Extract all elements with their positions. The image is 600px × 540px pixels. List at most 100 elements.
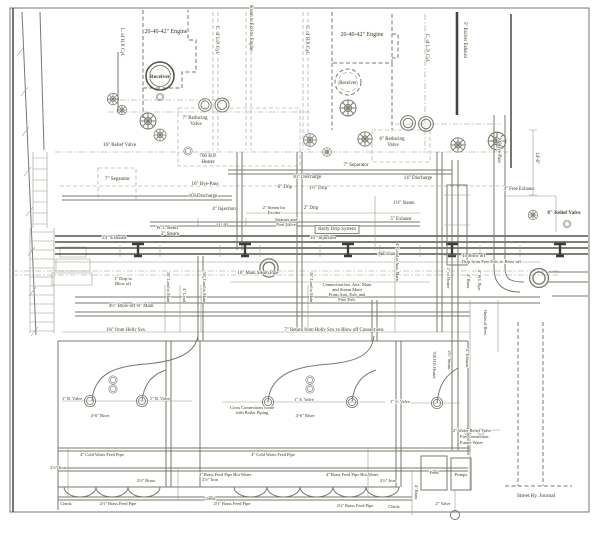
drawing-label: 7" Reducing <box>183 116 208 121</box>
drawing-label: 4" Cold Water Feed Pipe <box>80 452 124 457</box>
pipe-mains <box>12 151 588 333</box>
right-engine-outline <box>331 12 399 64</box>
drawing-label: 4" Cold Water Feed Pipe <box>251 452 295 457</box>
drawing-label: 2½" Iron <box>50 465 66 470</box>
drawing-label: 2" Steam for <box>263 205 286 210</box>
drawing-label: 5" Exciter Exhaust <box>462 22 467 59</box>
drawing-label: Free Exh. <box>338 297 356 302</box>
drawing-label: 1" B. Valve <box>150 396 170 401</box>
drawing-label: 4" Exhaust <box>465 349 470 369</box>
drawing-label: 4" Free Exhaust <box>504 187 535 192</box>
drawing-label: 1" Drip to <box>114 276 133 281</box>
future-area-outline <box>505 322 572 487</box>
drawing-frame <box>9 7 590 513</box>
drawing-label: C. of L.P. Cyl. <box>424 34 429 63</box>
drawing-label: 10" Lead to Main <box>309 272 314 303</box>
drawing-label: 5" Exhaust <box>390 217 412 222</box>
drawing-label: 2½" Brass <box>137 478 155 483</box>
drawing-label: 700 H.P. Heater <box>432 351 437 379</box>
drawing-label: 4" Exhaust <box>377 252 399 257</box>
drawing-label: 2½" Steam <box>447 351 452 371</box>
right-receiver-label: Receiver <box>339 81 357 86</box>
drawing-label: 2" Drip <box>304 206 319 211</box>
drawing-label: 10" Discharge <box>293 175 322 180</box>
left-receiver-circle <box>145 61 175 91</box>
drawing-label: 8" Relief Valve <box>547 210 581 216</box>
drawing-label: 2" Valve <box>435 501 450 506</box>
top-piping <box>97 92 507 201</box>
left-receiver-label: Receiver <box>150 74 171 80</box>
drawing-label: 2½" Brass Feed Pipe <box>214 501 251 506</box>
drawing-label: 16" Main Steam Pipe <box>238 271 279 276</box>
drawing-label: From Aux. Exh. and <box>329 292 366 297</box>
drawing-label: Valve <box>387 143 399 148</box>
left-engine-outline <box>142 10 197 89</box>
drawing-label: Drip from Free Exh. to Blow-off <box>462 259 521 264</box>
drawing-label: 1½" Drip <box>309 186 328 191</box>
right-equipment <box>259 115 588 487</box>
drawing-label: Foot Valve <box>276 222 296 227</box>
drawing-label: Steam to Exciter Engine <box>248 5 253 52</box>
drawing-label: 4'-6" Riser <box>296 413 315 418</box>
drawing-label: 6" Reducing <box>380 137 405 142</box>
drawing-label: 10" Discharge <box>189 194 218 199</box>
drawing-label: Valve <box>190 122 202 127</box>
drawing-label: Outlet of Resv. <box>483 310 488 336</box>
drawing-label: 7" Separator <box>105 177 130 182</box>
drawing-label: Fire Connection <box>460 434 489 439</box>
riser-curves <box>91 335 459 404</box>
drawing-label: 4" Injection <box>212 207 236 212</box>
drawing-label: 4'-6" Riser <box>91 413 110 418</box>
drawing-label: 2½" Brass Feed Pipe <box>337 503 374 508</box>
drawing-label: 4" Brass <box>414 485 419 500</box>
feed-piping <box>58 428 500 520</box>
drawing-label: 2" to Heater <box>446 268 451 289</box>
drawing-label: 4" Brass Feed Pipe Hot Water <box>199 472 252 477</box>
engine-outlines <box>142 10 399 130</box>
drawing-label: 11' 8" <box>216 223 229 229</box>
drawing-label: Blow off <box>115 281 132 286</box>
drawing-label: C. of L.P. Cyl. <box>214 26 219 55</box>
drawing-label: To Blow off <box>462 254 486 259</box>
right-receiver-circle <box>334 68 362 96</box>
drawing-label: 1" S. Valve <box>294 397 314 402</box>
drawing-label: 10" Injection <box>310 236 337 241</box>
holly-drip-system-label-box <box>314 225 360 234</box>
drawing-label: 24" Exhaust <box>102 236 127 241</box>
drawing-label: 2½" Iron <box>202 477 218 482</box>
drawing-label: W. I. Bend <box>156 226 178 231</box>
drawing-label: Strainer and <box>275 217 298 222</box>
drawing-label: 4" W.I. Pipe <box>477 270 482 291</box>
drawing-label: 6" Drip <box>278 185 293 190</box>
drawing-label: 4" Brass Feed Pipe Hot Water <box>326 472 379 477</box>
street-ry-journal-caption: Street Ry. Journal <box>517 493 556 499</box>
drawing-label: 14'-6" <box>534 152 539 164</box>
drawing-label: Check <box>204 496 216 501</box>
drawing-label: 10" Bye-Pass <box>496 137 501 163</box>
drawing-label: 7" Separator <box>344 163 369 168</box>
drawing-label: 700 H.P. <box>199 154 216 159</box>
drawing-label: Heater <box>201 160 215 165</box>
drawing-label: Check <box>60 501 72 506</box>
right-engine-label: 20-40-42" Engine <box>341 32 384 38</box>
drawing-label: Exciter <box>268 210 281 215</box>
drawing-label: 2" Steam <box>161 232 179 237</box>
drawing-label: 4½" Blow-off ⅝" Main <box>109 304 154 309</box>
drawing-label: 7" Return from Holly Sys. to Blow off Co… <box>284 328 383 333</box>
drawing-label: 1½" Steam <box>393 201 414 206</box>
holly-drip-system-label: Holly Drip System <box>318 227 356 232</box>
drawing-label: 4" Lead to Aux. Main <box>395 243 400 281</box>
drawing-label: C. of H.P. Cyl. <box>304 25 309 54</box>
drawing-label: Future Water <box>460 440 483 445</box>
pumps-box <box>450 457 472 491</box>
drawing-label: and Steam Main <box>332 287 362 292</box>
feed-box-label: Feed <box>430 470 440 475</box>
drawing-label: 2" Water Relief Valve <box>453 428 491 433</box>
drawing-label: 4" Brass <box>466 274 471 289</box>
drawing-label: 4" Lead <box>182 288 187 302</box>
drawing-label: 2½" Brass Feed Pipe <box>100 501 137 506</box>
